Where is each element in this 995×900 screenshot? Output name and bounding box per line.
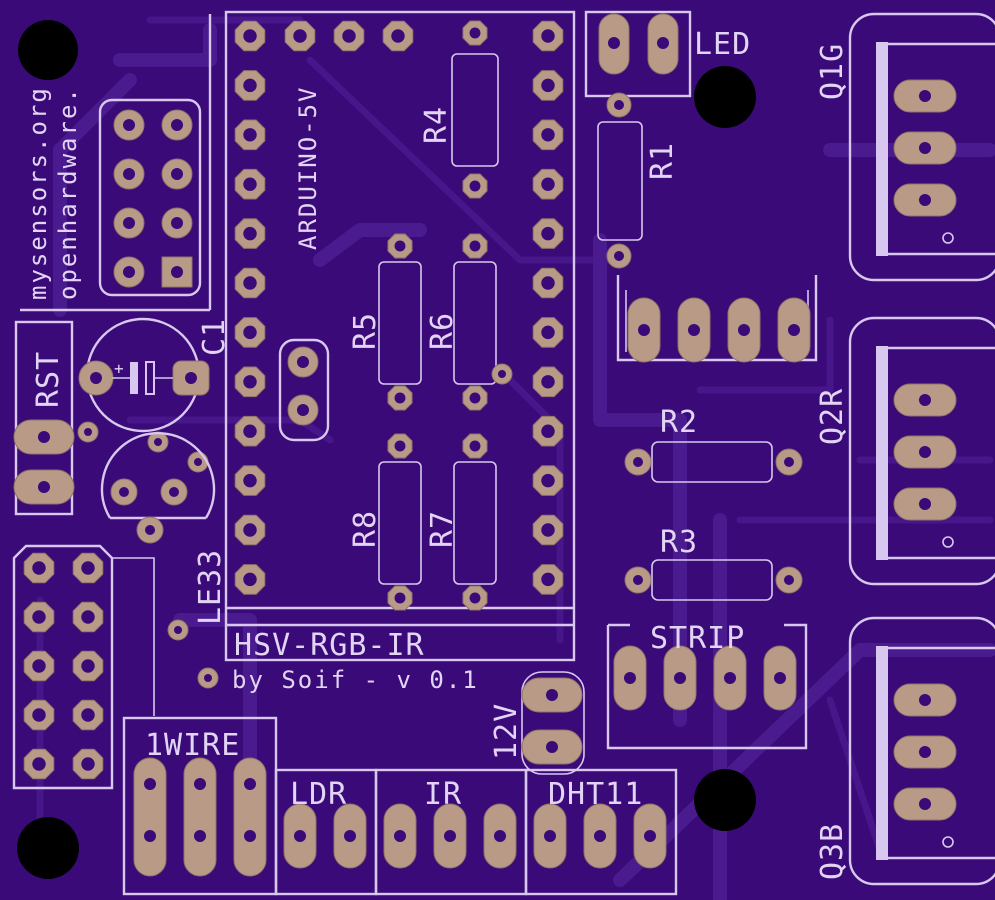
connector-bottom-pads xyxy=(283,803,667,869)
mosfets xyxy=(848,12,995,886)
label-le33: LE33 xyxy=(193,549,228,625)
label-r4: R4 xyxy=(419,106,454,144)
connector-4pin-top xyxy=(616,275,818,363)
jumper-12v xyxy=(521,671,585,775)
header-2x5 xyxy=(12,544,155,790)
resistors-vertical xyxy=(378,20,499,611)
label-12v: 12V xyxy=(489,703,524,760)
connector-row-bottom xyxy=(122,716,678,896)
label-byline: by Soif - v 0.1 xyxy=(232,666,479,694)
label-led: LED xyxy=(694,27,751,62)
jumper-2pin xyxy=(278,338,330,442)
label-r3: R3 xyxy=(660,525,698,560)
connector-1wire xyxy=(133,757,267,877)
label-c1: C1 xyxy=(197,318,232,356)
side-text-mysensors: mysensors.org xyxy=(24,86,52,300)
mount-hole-top-right xyxy=(694,66,756,128)
mount-holes xyxy=(17,20,756,879)
label-r1: R1 xyxy=(645,142,680,180)
arduino-left-pins xyxy=(234,20,266,595)
side-text-openhardware: openhardware. xyxy=(54,86,82,300)
label-r7: R7 xyxy=(425,510,460,548)
pad xyxy=(133,757,167,877)
label-ir: IR xyxy=(424,777,462,812)
label-dht11: DHT11 xyxy=(548,777,643,812)
label-ldr: LDR xyxy=(290,777,347,812)
arduino-right-pins xyxy=(532,20,564,595)
label-1wire: 1WIRE xyxy=(145,728,240,763)
strip-connector xyxy=(606,623,808,750)
led-connector xyxy=(584,10,692,98)
label-board-title: HSV-RGB-IR xyxy=(234,628,425,663)
arduino-footprint xyxy=(224,10,576,662)
label-arduino: ARDUINO-5V xyxy=(294,86,322,251)
label-rst: RST xyxy=(31,351,66,408)
label-strip: STRIP xyxy=(650,621,745,656)
icsp-header xyxy=(20,14,212,312)
label-r8: R8 xyxy=(348,510,383,548)
label-r5: R5 xyxy=(348,312,383,350)
label-r2: R2 xyxy=(660,405,698,440)
label-q1g: Q1G xyxy=(815,43,850,100)
arduino-top-pins xyxy=(284,20,414,52)
mount-hole-bottom-left xyxy=(17,817,79,879)
resistor-r2 xyxy=(624,441,803,483)
capacitor-c1: + xyxy=(78,317,210,433)
pad xyxy=(183,757,217,877)
resistor-r3 xyxy=(624,559,803,601)
pad xyxy=(233,757,267,877)
svg-text:+: + xyxy=(114,359,124,378)
mount-hole-top-left xyxy=(18,20,78,80)
label-q3b: Q3B xyxy=(815,823,850,880)
resistor-r1 xyxy=(597,92,643,269)
rst-button xyxy=(13,320,75,516)
label-q2r: Q2R xyxy=(815,388,850,445)
mount-hole-bottom-right xyxy=(694,769,756,831)
regulator-le33 xyxy=(100,431,216,544)
label-r6: R6 xyxy=(425,312,460,350)
